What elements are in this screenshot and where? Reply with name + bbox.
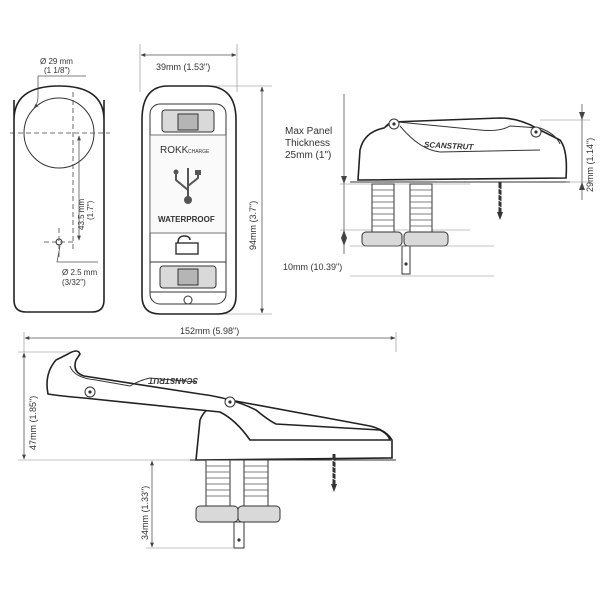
top-height-label: 94mm (3.7")	[248, 201, 258, 250]
terminal-tab	[401, 245, 411, 275]
usb-icon	[173, 168, 201, 204]
side-body-outline	[357, 117, 568, 181]
panel-line1: Max Panel	[285, 126, 332, 137]
bottom-hinge-right-dot	[228, 400, 232, 404]
panel-line3: 25mm (1")	[285, 150, 331, 161]
bottom-stem-left	[205, 459, 231, 507]
front-view: Ø 29 mm (1 1/8") 43.5 mm (1.7") Ø 2.5 mm…	[10, 57, 110, 313]
terminal-hole	[404, 262, 408, 266]
pin-diameter-label: Ø 2.5 mm	[62, 268, 97, 277]
depth10-arrow-top	[341, 238, 347, 246]
top-view: 39mm (1.53") 94mm (3.7") ROKK CHARGE WAT…	[139, 44, 272, 315]
bottom-terminal-hole	[237, 538, 241, 542]
threaded-stem-right	[409, 183, 433, 233]
hole-diameter-leader	[33, 76, 39, 109]
depth34-label: 34mm (1.33")	[140, 486, 150, 540]
top-charge-label: CHARGE	[188, 149, 210, 155]
top-width-label: 39mm (1.53")	[156, 62, 210, 72]
nut-right	[403, 231, 449, 247]
pin-diameter-leader	[56, 245, 98, 263]
top-lower-clip-grip	[177, 268, 199, 286]
height47-label: 47mm (1.85")	[28, 396, 38, 450]
spacing-label-imperial: (1.7")	[86, 200, 95, 220]
panel-line2: Thickness	[285, 138, 330, 149]
top-lower-screw	[183, 295, 193, 305]
top-upper-clip-grip	[177, 113, 199, 131]
hole-diameter-imperial: (1 1/8")	[44, 66, 70, 75]
front-plate-outline	[13, 85, 105, 313]
top-brand-label: ROKK	[160, 145, 189, 156]
top-waterproof-label: WATERPROOF	[158, 215, 215, 224]
bottom-screw	[331, 454, 337, 492]
bottom-brand-label: SCANSTRUT	[148, 376, 198, 385]
bottom-nut-left	[195, 505, 239, 523]
side-view-bottom: 152mm (5.98") 47mm (1.85") SCANSTRUT	[18, 326, 397, 549]
bottom-nut-right	[237, 505, 281, 523]
bottom-lid-inner	[69, 365, 197, 387]
depth10-label: 10mm (10.39")	[283, 262, 342, 272]
height29-arrow-top	[579, 112, 585, 120]
padlock-icon	[175, 235, 199, 255]
pin-diameter-imperial: (3/32")	[62, 278, 86, 287]
threaded-stem-left	[371, 183, 395, 233]
spacing-label: 43.5 mm	[77, 199, 86, 230]
bottom-lid-outline	[46, 350, 392, 441]
bottom-terminal-tab	[233, 521, 245, 549]
side-view-right: Max Panel Thickness 25mm (1") SCANSTRUT	[283, 94, 595, 277]
side-brand-label: SCANSTRUT	[424, 140, 475, 152]
height29-arrow-bottom	[579, 182, 585, 190]
side-screw	[497, 182, 503, 220]
hole-diameter-label: Ø 29 mm	[40, 57, 73, 66]
side-hinge-right-dot	[534, 130, 538, 134]
side-lid-inner	[399, 125, 541, 153]
nut-left	[361, 231, 403, 247]
panel-arrow-bottom	[341, 230, 347, 238]
side-hinge-left-dot	[392, 122, 396, 126]
bottom-hinge-left-dot	[88, 390, 92, 394]
height29-label: 29mm (1.14")	[585, 138, 595, 192]
length-label: 152mm (5.98")	[180, 326, 239, 336]
panel-arrow-top	[341, 176, 347, 184]
bottom-stem-right	[243, 459, 269, 507]
